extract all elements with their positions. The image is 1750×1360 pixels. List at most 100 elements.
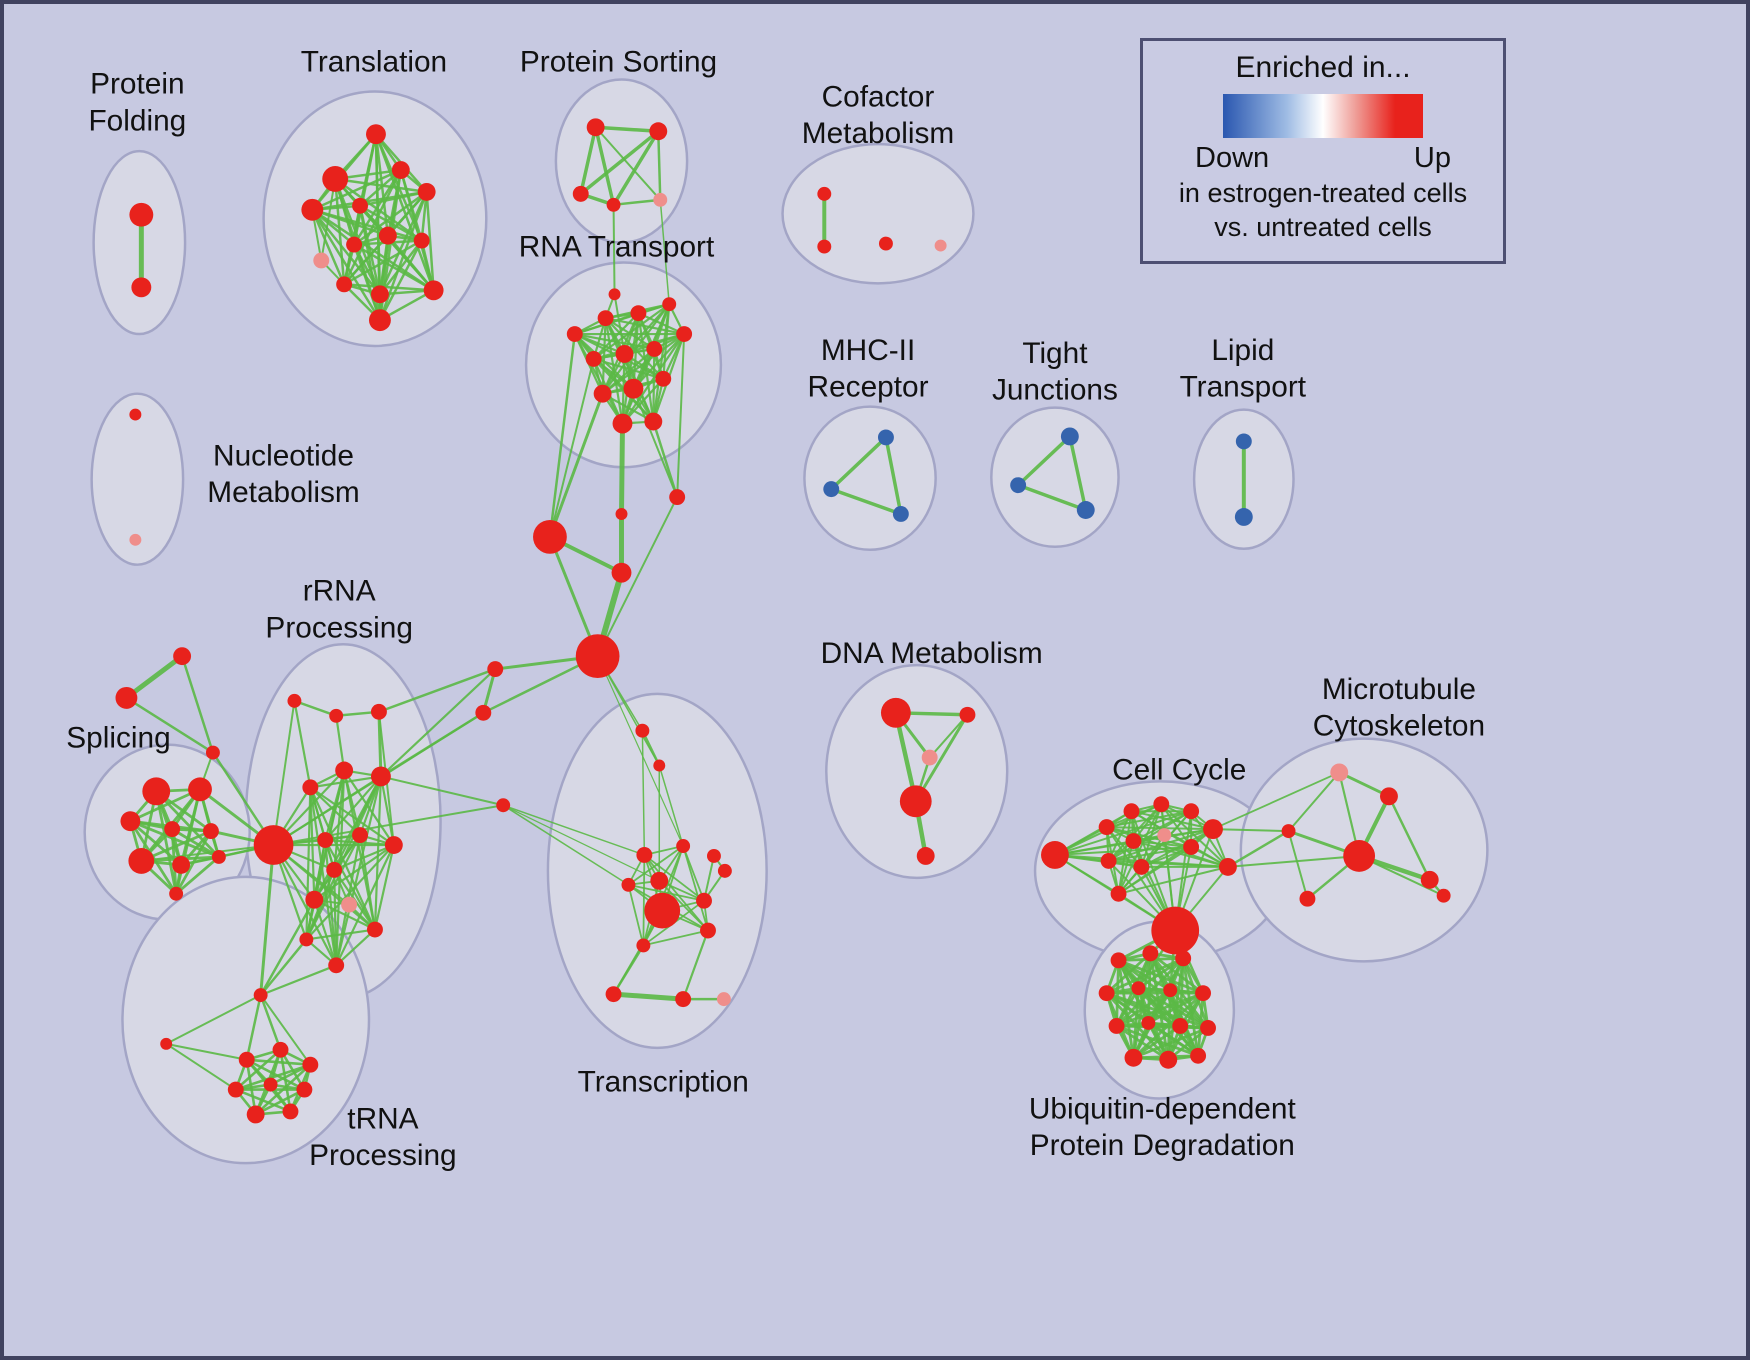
edge [311, 208, 435, 292]
edge [313, 775, 383, 901]
node-80 [341, 896, 358, 913]
node-144 [1172, 1018, 1189, 1034]
node-149 [608, 288, 621, 301]
node-99 [621, 877, 636, 892]
node-22 [597, 310, 614, 327]
edge [652, 420, 679, 499]
edge [379, 667, 497, 778]
node-68 [287, 693, 302, 708]
node-71 [335, 761, 354, 780]
edge [378, 190, 428, 296]
edge [548, 392, 605, 539]
node-10 [378, 226, 397, 245]
edge [234, 1048, 282, 1091]
cluster-label-translation: Translation [301, 46, 447, 79]
node-140 [1163, 983, 1178, 998]
edge [272, 843, 338, 967]
cluster-ellipse-cofactor-metabolism [781, 142, 975, 285]
node-15 [368, 309, 391, 332]
node-138 [1098, 985, 1115, 1002]
edge [311, 208, 382, 322]
edge [259, 993, 282, 1052]
edge [123, 653, 185, 701]
edge [1226, 829, 1290, 869]
cluster-label-protein-sorting: Protein Sorting [520, 46, 717, 79]
edge [1137, 956, 1185, 990]
edge [272, 699, 296, 847]
edge [612, 203, 616, 296]
node-37 [611, 562, 632, 583]
edge [125, 696, 215, 754]
node-58 [120, 811, 141, 832]
node-96 [636, 847, 653, 863]
edge [342, 283, 435, 292]
edge [642, 929, 709, 947]
node-3 [322, 166, 349, 192]
node-46 [877, 429, 894, 446]
edge [621, 377, 665, 425]
node-48 [892, 506, 909, 522]
node-0 [129, 202, 154, 227]
node-131 [1343, 840, 1376, 872]
edge [1107, 810, 1193, 862]
node-38 [575, 634, 620, 679]
edge [632, 387, 679, 499]
edge [378, 239, 423, 322]
node-40 [475, 704, 492, 721]
node-57 [188, 777, 212, 802]
legend-box: Enriched in... Down Up in estrogen-treat… [1140, 38, 1506, 264]
edge [279, 1048, 292, 1113]
node-33 [644, 412, 663, 431]
node-52 [1235, 433, 1252, 450]
node-108 [716, 992, 731, 1007]
edge [502, 804, 646, 856]
node-133 [1436, 888, 1451, 903]
edge [335, 843, 395, 967]
edge [1387, 795, 1431, 882]
cluster-label-splicing: Splicing [66, 722, 170, 755]
node-7 [417, 182, 436, 201]
edge [333, 177, 428, 194]
edge [254, 1088, 306, 1116]
edge [627, 883, 645, 947]
node-85 [160, 1037, 173, 1050]
cluster-label-transcription: Transcription [578, 1066, 749, 1099]
cluster-ellipse-tight-junctions [990, 406, 1120, 549]
node-113 [916, 847, 935, 865]
legend-subtitle-line2: vs. untreated cells [1214, 211, 1432, 242]
legend-subtitle-line1: in estrogen-treated cells [1178, 177, 1468, 208]
edge [333, 177, 423, 242]
node-105 [636, 938, 651, 953]
edge [259, 938, 308, 997]
node-135 [1110, 952, 1127, 969]
edge [619, 421, 625, 517]
node-114 [1041, 841, 1069, 869]
edge [245, 1058, 306, 1091]
edge [611, 991, 686, 1002]
node-104 [700, 922, 716, 939]
node-27 [615, 344, 634, 363]
edge [259, 964, 338, 997]
edge [373, 843, 395, 931]
edge [342, 168, 403, 286]
node-26 [585, 350, 602, 367]
node-17 [649, 122, 668, 141]
edge [1132, 840, 1193, 849]
node-90 [263, 1077, 278, 1092]
edge [1160, 803, 1193, 849]
node-142 [1108, 1018, 1125, 1034]
edge [333, 868, 338, 967]
node-119 [1203, 819, 1223, 840]
node-75 [317, 832, 334, 849]
edge [165, 1042, 248, 1061]
edge [305, 928, 377, 941]
node-30 [623, 378, 644, 399]
node-1 [131, 277, 152, 298]
edge [352, 190, 428, 246]
node-139 [1131, 981, 1146, 996]
node-95 [653, 759, 666, 772]
